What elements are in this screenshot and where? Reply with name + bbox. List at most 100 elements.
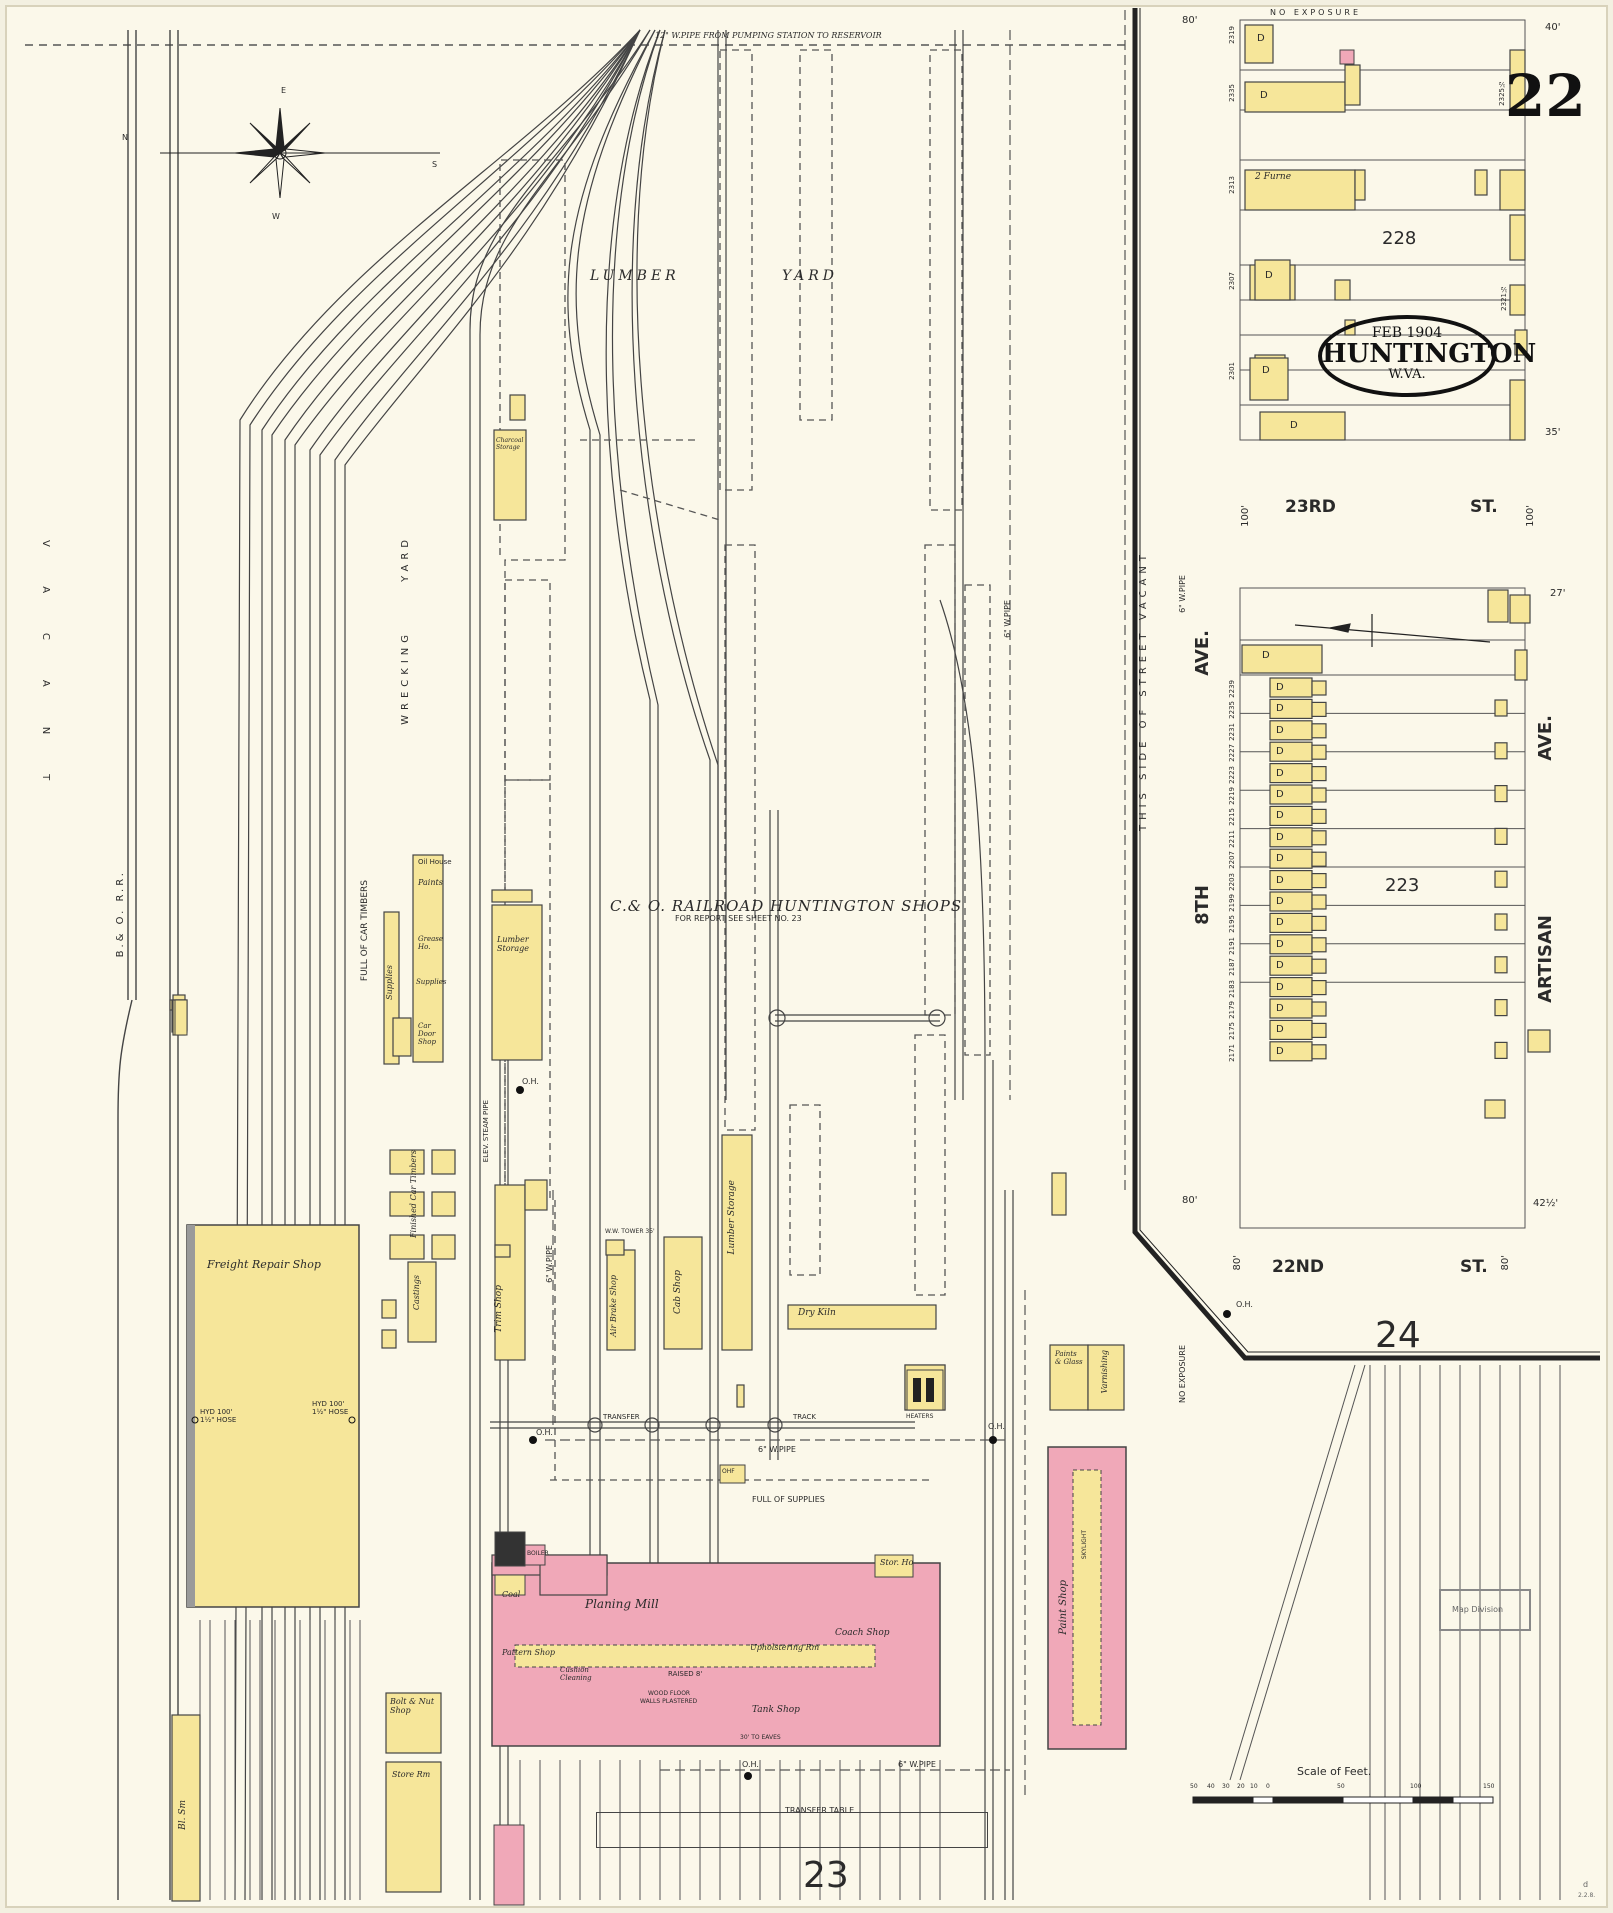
lumber-label: LUMBER [590, 268, 680, 284]
address-223: 2179 [1228, 1001, 1236, 1019]
dwelling-d: D [1276, 682, 1284, 693]
dry-kiln-label: Dry Kiln [798, 1308, 836, 1318]
porch [1311, 915, 1327, 932]
bo-rr-label: B.& O. R.R. [115, 870, 126, 958]
pipe-6in-d: 6" W.PIPE [758, 1445, 796, 1454]
hydrant-label-3: O.H. [988, 1422, 1005, 1431]
shed [1494, 784, 1508, 803]
address-223: 2175 [1228, 1022, 1236, 1041]
address-228-1: 2319 [1228, 26, 1236, 44]
porch [1311, 787, 1327, 803]
shed [1494, 870, 1508, 888]
grease-house-label: Grease Ho. [418, 935, 443, 951]
lumber-storage-label-1: Lumber Storage [497, 935, 529, 953]
address-228-r1: 2325½ [1498, 80, 1506, 106]
cushion-cleaning-label: Cushion Cleaning [560, 1666, 592, 1682]
width-100-left: 100' [1240, 505, 1251, 527]
dwelling-d: D [1276, 767, 1284, 779]
porch [1311, 723, 1327, 739]
width-42-half: 42½' [1533, 1198, 1559, 1209]
porch [1311, 765, 1327, 782]
hydrant-label-5: O.H. [1236, 1300, 1253, 1309]
address-223: 2235 [1228, 701, 1236, 720]
hydrant-markers [191, 1086, 1231, 1780]
full-supplies-label: FULL OF SUPPLIES [752, 1495, 825, 1504]
supplies-label-1: Supplies [416, 978, 447, 986]
compass-rose [160, 107, 440, 199]
scale-tick-2: 30 [1222, 1783, 1230, 1790]
map-division-stamp: Map Division [1452, 1605, 1504, 1614]
storage-house-label: Stor. Ho [880, 1558, 914, 1567]
cab-shop-label: Cab Shop [673, 1270, 683, 1315]
address-223: 2171 [1228, 1043, 1236, 1062]
lumber-storage-label-2: Lumber Storage [727, 1180, 737, 1255]
address-223: 2227 [1228, 744, 1236, 763]
address-223: 2183 [1228, 979, 1236, 998]
street-22nd-st: ST. [1460, 1257, 1488, 1277]
adjacent-sheet-23[interactable]: 23 [803, 1855, 849, 1896]
dwelling-d: D [1276, 960, 1284, 972]
paints-glass-label: Paints & Glass [1055, 1350, 1083, 1366]
porch [1311, 872, 1327, 889]
porch [1311, 894, 1327, 910]
pattern-shop-label: Pattern Shop [502, 1648, 556, 1657]
bolt-nut-shop-label: Bolt & Nut Shop [390, 1697, 435, 1715]
transfer-track [490, 1009, 946, 1433]
porch [1311, 937, 1327, 953]
bottom-spur-tracks [199, 1620, 941, 1900]
porch [1311, 1001, 1327, 1017]
upholstering-room-label: Upholstering Rm [750, 1643, 820, 1652]
scale-label: Scale of Feet. [1297, 1765, 1372, 1778]
street-frame [1132, 8, 1600, 1361]
yard-label-2: YARD [400, 535, 411, 582]
trim-shop-label: Trim Shop [494, 1285, 504, 1333]
shed [1494, 956, 1508, 974]
width-80-22nd-right: 80' [1500, 1255, 1511, 1271]
boiler-label: BOILER [527, 1550, 549, 1557]
dwelling-d: D [1276, 746, 1284, 758]
paint-shop-label: Paint Shop [1058, 1580, 1069, 1635]
seal-city: HUNTINGTON [1322, 339, 1537, 369]
yard-label: YARD [782, 268, 839, 284]
dwelling-d: D [1276, 831, 1284, 843]
street-artisan: ARTISAN [1535, 915, 1556, 1003]
address-223: 2215 [1228, 808, 1236, 827]
adjacent-sheet-24[interactable]: 24 [1375, 1315, 1421, 1356]
main-pipe-label: 12" W.PIPE FROM PUMPING STATION TO RESER… [655, 31, 882, 40]
scale-tick-7: 100 [1410, 1783, 1422, 1790]
street-22nd: 22ND [1272, 1257, 1324, 1277]
coach-shop-label: Coach Shop [835, 1628, 890, 1638]
dwelling-d: D [1276, 874, 1284, 886]
block-228-dwellings [1244, 24, 1528, 441]
address-228-r2: 2321½ [1500, 285, 1508, 311]
porch [1311, 680, 1327, 696]
tank-shop-label: Tank Shop [752, 1705, 800, 1715]
street-artisan-ave: AVE. [1535, 715, 1556, 761]
dwelling-d: D [1276, 938, 1284, 950]
shed [1494, 913, 1508, 931]
skylight-label: SKYLIGHT [1081, 1530, 1088, 1560]
walls-plastered-label: WALLS PLASTERED [640, 1698, 698, 1705]
address-228-2: 2335 [1228, 84, 1236, 102]
vacant-label: VACANT [40, 540, 51, 821]
dwelling-d-1: D [1257, 33, 1265, 44]
scale-tick-1: 40 [1207, 1783, 1215, 1790]
width-80-lower: 80' [1182, 1195, 1198, 1206]
address-223: 2195 [1228, 915, 1236, 934]
porch [1311, 830, 1327, 846]
coal-label: Coal [502, 1590, 521, 1599]
hydrant-note-1: HYD 100' 1½" HOSE [200, 1408, 237, 1424]
compass-e: E [281, 86, 287, 95]
seal-state: W.VA. [1388, 367, 1426, 382]
finished-car-timbers-label: Finished Car Timbers [409, 1150, 418, 1238]
north-arrow [1294, 614, 1491, 647]
address-228-5: 2301 [1228, 362, 1236, 380]
shed [1494, 998, 1508, 1017]
railroad-subtitle: FOR REPORT SEE SHEET NO. 23 [675, 914, 802, 923]
block-223-dwellings [1269, 677, 1508, 1062]
dwelling-d-3: D [1265, 270, 1273, 281]
street-8th-ave: AVE. [1192, 630, 1213, 676]
no-exposure-right: NO EXPOSURE [1178, 1345, 1187, 1404]
supplies-label-2: Supplies [385, 965, 394, 1000]
